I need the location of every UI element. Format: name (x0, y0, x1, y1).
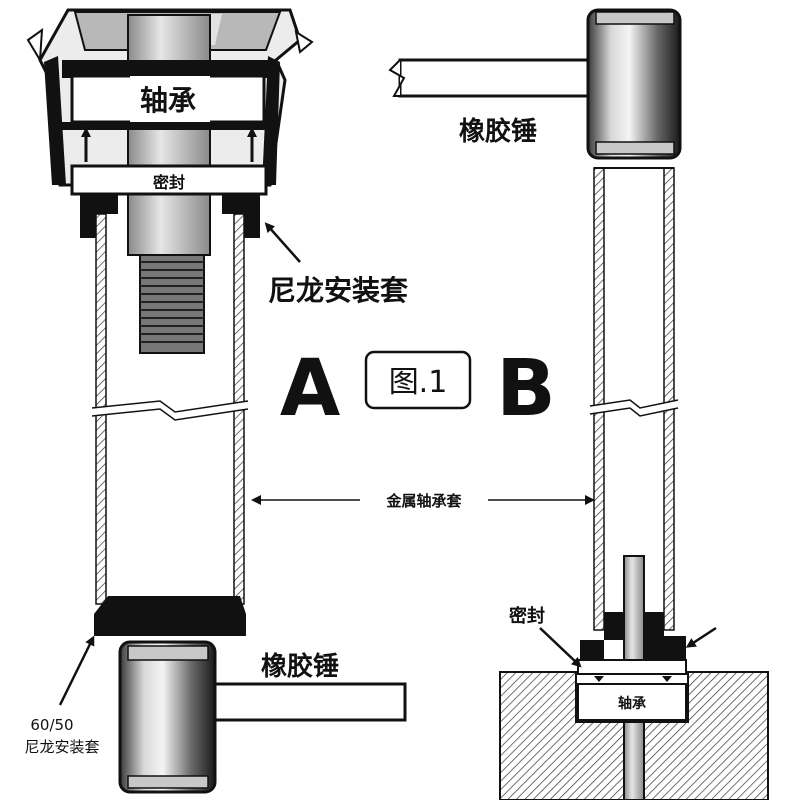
nylon-sleeve-bottom-label: 尼龙安装套 (24, 738, 99, 756)
bearing-b (577, 659, 687, 675)
nylon-sleeve-top (80, 195, 260, 238)
metal-tube-a (91, 213, 249, 605)
nylon-pointer-top (264, 222, 301, 263)
bearing-b-body (577, 683, 687, 721)
seal-a (70, 164, 268, 196)
rubber-mallet-label-bottom: 橡胶锤 (261, 651, 339, 682)
figure-tag: 图.1 (389, 365, 448, 400)
nylon-sleeve-b (580, 612, 624, 660)
diagram-a: 轴承 密封 橡胶锤 (26, 8, 407, 794)
size-note-label: 60/50 (30, 716, 73, 734)
letter-b: B (496, 344, 555, 434)
bearing-label-b: 轴承 (618, 695, 646, 712)
seal-label-a: 密封 (152, 173, 185, 192)
nylon-sleeve-bottom (94, 596, 246, 636)
nylon-pointer-bottom (58, 635, 95, 706)
seal-pointer-b (539, 627, 582, 668)
seal-label-b: 密封 (509, 605, 545, 627)
rubber-mallet-label-top: 橡胶锤 (459, 116, 537, 147)
nylon-pointer-b (685, 626, 717, 648)
diagram-b: 橡胶锤 轴承 密封 (388, 8, 769, 800)
figure-tag-box (364, 350, 472, 410)
rubber-mallet-a (118, 640, 407, 794)
metal-sleeve-label: 金属轴承套 (385, 492, 462, 510)
letter-a: A (280, 344, 340, 434)
shaft-a (127, 14, 211, 354)
rubber-mallet-b (388, 8, 682, 160)
bearing-label-a: 轴承 (140, 84, 196, 117)
nylon-sleeve-b-right (644, 612, 686, 660)
bearing-a (62, 60, 272, 130)
nylon-sleeve-label: 尼龙安装套 (268, 274, 409, 307)
metal-tube-b (589, 167, 679, 631)
